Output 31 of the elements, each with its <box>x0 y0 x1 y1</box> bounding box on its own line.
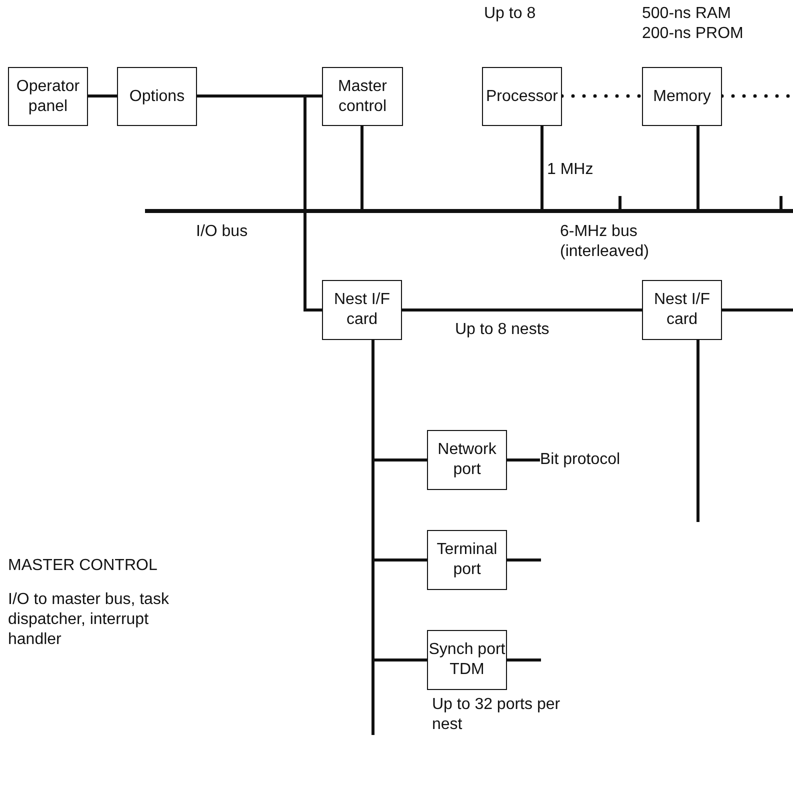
block-box: Nest I/F card <box>322 280 402 340</box>
connector-line <box>540 126 544 209</box>
connector-line <box>360 126 364 209</box>
connector-line <box>618 196 622 209</box>
block-box: Operator panel <box>8 67 88 126</box>
annotation-text: 500-ns RAM 200-ns PROM <box>642 4 744 44</box>
connector-line <box>507 658 541 662</box>
annotation-text: I/O bus <box>196 222 249 242</box>
connector-line <box>507 458 540 462</box>
annotation-text: Up to 32 ports per nest <box>432 695 562 735</box>
connector-line <box>780 196 782 209</box>
block-box: Synch port TDM <box>427 630 507 690</box>
block-box: Nest I/F card <box>642 280 722 340</box>
block-box: Memory <box>642 67 722 126</box>
edge-label: Up to 8 nests <box>455 320 550 340</box>
block-box: Options <box>117 67 197 126</box>
block-box: Terminal port <box>427 530 507 590</box>
note-text: I/O to master bus, task dispatcher, interrupt handler <box>8 590 170 650</box>
annotation-text: 6-MHz bus (interleaved) <box>560 222 650 262</box>
port-label: Bit protocol <box>540 450 650 470</box>
heading-text: MASTER CONTROL <box>8 556 158 576</box>
block-box: Master control <box>322 67 403 126</box>
connector-line <box>402 308 642 312</box>
connector-line <box>507 558 541 562</box>
block-box: Network port <box>427 430 507 490</box>
annotation-text: Up to 8 <box>484 4 537 24</box>
block-box: Processor <box>482 67 562 126</box>
connector-line <box>696 126 700 209</box>
connector-line <box>722 308 793 312</box>
connector-line <box>696 340 700 522</box>
connector-line <box>88 94 117 98</box>
